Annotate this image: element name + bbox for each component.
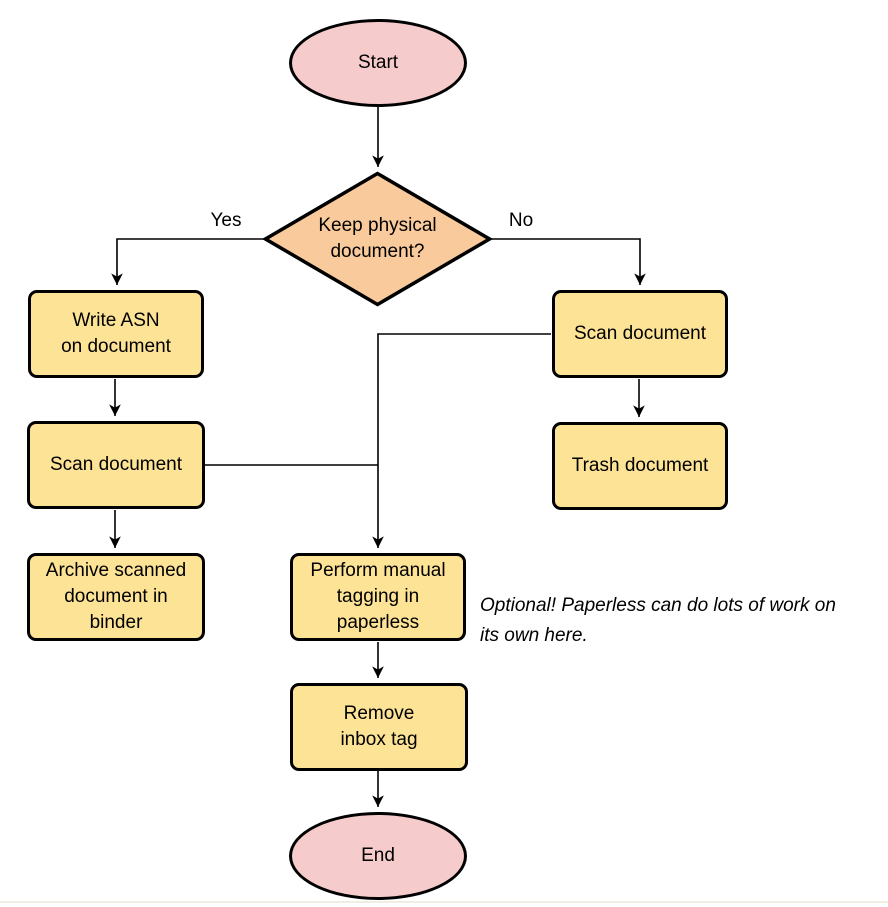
process-archive-scanned-document: Archive scanned document in binder xyxy=(27,553,205,641)
edge-scan-right-to-perform-tagging xyxy=(372,333,551,548)
remove-inbox-tag-label: Remove inbox tag xyxy=(340,703,418,750)
start-label: Start xyxy=(357,52,399,73)
scan-document-left-label: Scan document xyxy=(49,454,183,475)
end-label: End xyxy=(361,845,395,866)
process-trash-document: Trash document xyxy=(552,422,728,510)
diamond-shape xyxy=(263,171,492,307)
edge-decision-yes-to-write-asn xyxy=(111,238,264,285)
decision-keep-physical-document: Keep physical document? xyxy=(263,171,492,307)
process-remove-inbox-tag: Remove inbox tag xyxy=(290,683,468,771)
write-asn-label: Write ASN on document xyxy=(61,310,171,357)
bottom-divider xyxy=(0,901,888,903)
process-scan-document-left: Scan document xyxy=(27,421,205,509)
scan-document-right-label: Scan document xyxy=(573,323,707,344)
process-scan-document-right: Scan document xyxy=(552,290,728,378)
decision-label: Keep physical document? xyxy=(318,215,437,262)
edge-label-yes: Yes xyxy=(210,210,242,231)
end-terminator: End xyxy=(289,812,467,900)
optional-note: Optional! Paperless can do lots of work … xyxy=(480,595,836,646)
process-perform-manual-tagging: Perform manual tagging in paperless xyxy=(290,553,466,641)
perform-tagging-label: Perform manual tagging in paperless xyxy=(310,560,446,633)
trash-document-label: Trash document xyxy=(571,455,709,476)
edge-label-no: No xyxy=(508,210,534,231)
archive-label: Archive scanned document in binder xyxy=(45,560,187,633)
process-write-asn-on-document: Write ASN on document xyxy=(28,290,204,378)
start-terminator: Start xyxy=(289,19,467,107)
edge-decision-no-to-scan-right xyxy=(491,238,646,285)
